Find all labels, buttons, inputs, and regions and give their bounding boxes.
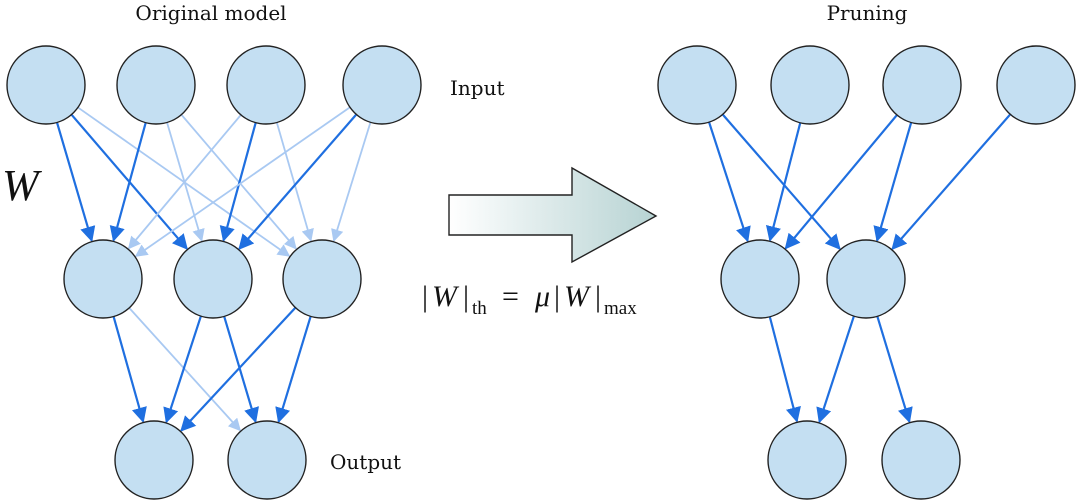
original-edge-input4-to-hidden3 [331,121,372,242]
transition-arrow-icon [448,166,658,264]
original-output-node-2 [227,420,307,500]
formula-bar: | [422,280,428,313]
pruned-edge-input3-to-hidden1 [784,114,898,250]
pruned-edge-input2-to-hidden1 [765,122,802,242]
original-model-edges [55,106,372,432]
original-edge-hidden3-to-output1 [180,306,297,432]
pruned-hidden-node-2 [826,239,906,319]
output-label: Output [330,450,401,474]
pruned-edge-hidden1-to-output1 [768,316,801,423]
pruned-edge-input3-to-hidden2 [873,122,913,243]
formula-mu: μ [534,280,550,313]
formula-equals: = [502,280,519,313]
original-input-node-3 [226,45,306,125]
pruned-input-node-2 [770,45,850,125]
original-edge-hidden2-to-output1 [163,315,202,424]
original-edge-hidden3-to-output2 [275,315,312,424]
pruned-hidden-node-1 [720,239,800,319]
pruned-input-node-1 [657,45,737,125]
original-input-node-2 [116,45,196,125]
input-label: Input [450,76,505,100]
threshold-formula: | W | th = μ | W | max [422,280,637,319]
pruned-edge-hidden2-to-output1 [816,315,855,424]
formula-lhs-symbol: W [432,280,460,313]
formula-rhs-symbol: W [564,280,592,313]
weight-symbol: W [2,161,42,210]
pruned-model-edges [707,113,1012,424]
original-input-node-4 [342,45,422,125]
original-edge-input3-to-hidden1 [127,114,242,250]
formula-rhs-subscript: max [604,298,637,319]
original-edge-input4-to-hidden2 [238,113,358,251]
original-edge-input4-to-hidden1 [134,106,351,257]
original-edge-input2-to-hidden1 [109,122,147,242]
original-hidden-node-2 [173,239,253,319]
pruned-output-node-2 [881,420,961,500]
original-model-nodes [6,45,422,500]
pruned-input-node-4 [996,45,1076,125]
pruned-output-node-1 [767,420,847,500]
formula-lhs-subscript: th [472,298,487,319]
original-edge-input3-to-hidden2 [219,122,257,242]
original-input-node-1 [6,45,86,125]
original-edge-input3-to-hidden3 [275,122,314,242]
original-edge-hidden1-to-output1 [112,316,147,423]
pruned-edge-input4-to-hidden2 [891,113,1012,251]
original-edge-input1-to-hidden1 [55,122,96,243]
pruned-input-node-3 [882,45,962,125]
original-hidden-node-3 [282,239,362,319]
right-title: Pruning [827,1,908,25]
formula-bar: | [595,280,601,313]
formula-bar: | [554,280,560,313]
original-hidden-node-1 [63,239,143,319]
formula-bar: | [463,280,469,313]
pruned-model-nodes [657,45,1076,500]
pruned-edge-input1-to-hidden2 [721,113,841,251]
pruned-edge-input1-to-hidden1 [707,121,751,243]
left-title: Original model [135,1,286,25]
pruned-edge-hidden2-to-output2 [876,315,913,424]
original-output-node-1 [114,420,194,500]
